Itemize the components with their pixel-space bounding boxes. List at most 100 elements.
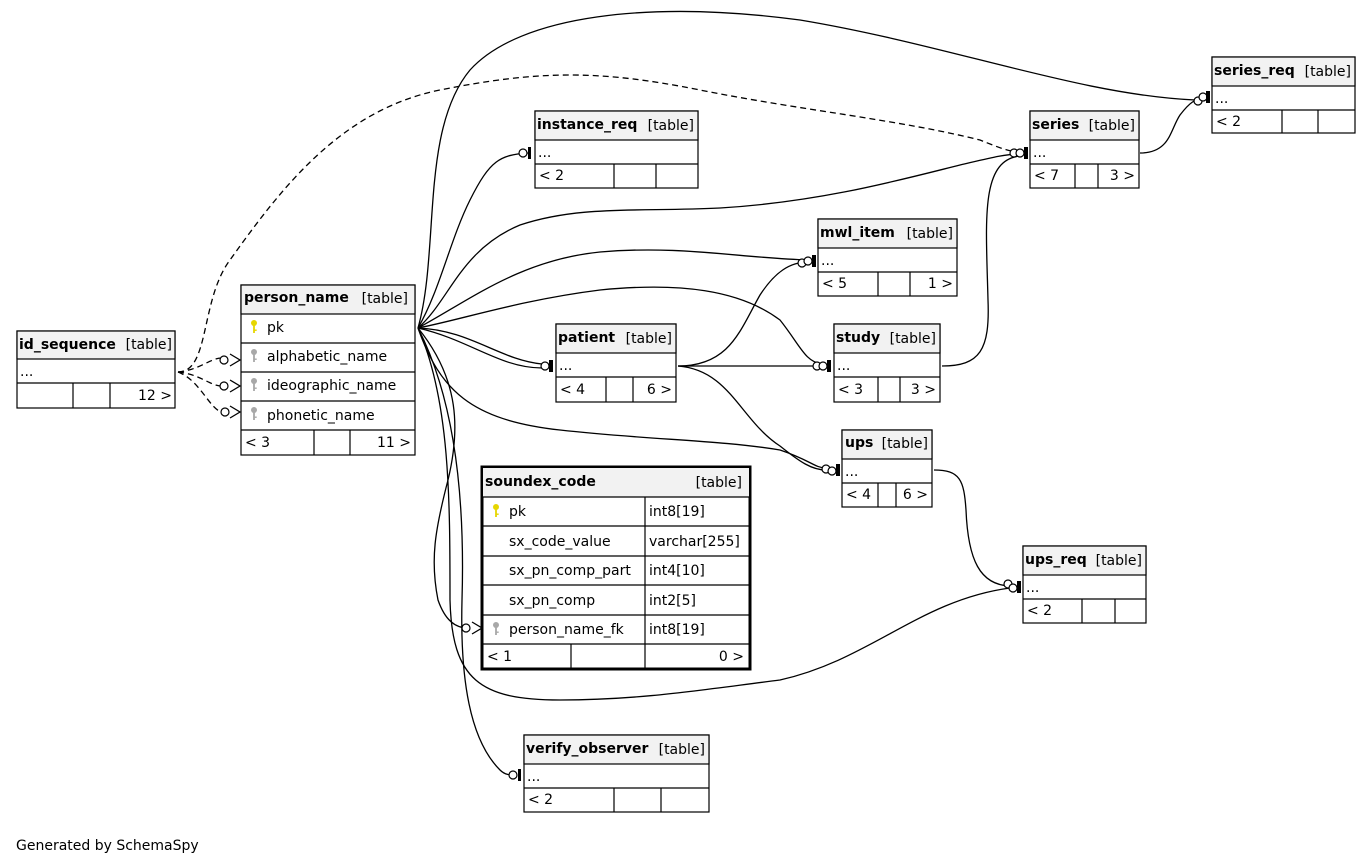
rel-person-series [417,153,1021,329]
rel-person-ups [417,327,827,469]
rel-person-patient-1 [417,327,543,365]
parent-count: < 3 [838,382,863,398]
table-row: ... [1026,580,1039,596]
column-name: phonetic_name [267,408,375,424]
table-type: [table] [696,475,742,491]
rel-person-soundex [417,327,469,629]
table-row: ... [527,769,540,785]
child-count: 3 > [1110,168,1135,184]
table-type: [table] [1305,64,1351,80]
parent-count: < 3 [245,435,270,451]
column-name: person_name_fk [509,622,625,638]
rel-series-series-req [1139,97,1206,154]
child-count: 6 > [903,487,928,503]
table-study[interactable]: study [table] ... < 3 3 > [833,323,941,403]
generated-by-footer: Generated by SchemaSpy [16,838,199,854]
relationship-lines [177,10,1210,781]
column-name: sx_code_value [509,534,611,550]
table-name: person_name [244,290,349,306]
table-name: study [836,330,880,346]
rel-patient-mwl-item [677,261,809,367]
column-name: sx_pn_comp_part [509,563,631,579]
table-type: [table] [648,118,694,134]
table-row: ... [559,358,572,374]
table-name: series_req [1214,63,1295,79]
table-ups-req[interactable]: ups_req [table] ... < 2 [1022,545,1147,624]
child-count: 12 > [138,388,172,404]
table-name: mwl_item [820,225,895,241]
table-name: series [1032,117,1079,133]
table-series[interactable]: series [table] ... < 7 3 > [1029,110,1140,189]
rel-patient-ups [677,365,827,471]
parent-count: < 4 [846,487,871,503]
table-name: soundex_code [485,474,596,490]
child-count: 3 > [911,382,936,398]
table-type: [table] [1089,118,1135,134]
table-id-sequence[interactable]: id_sequence [table] ... 12 > [16,330,176,409]
rel-person-ups-req [417,327,1011,701]
rel-study-series [941,155,1021,367]
column-type: int8[19] [649,622,705,638]
rel-id-sequence-alphabetic [177,357,223,373]
table-row: ... [1215,91,1228,107]
table-row: ... [821,253,834,269]
table-type: [table] [882,436,928,452]
column-name: sx_pn_comp [509,593,595,609]
rel-person-mwl-item [417,249,809,329]
parent-count: < 5 [822,276,847,292]
rel-id-sequence-series [177,74,1021,373]
parent-count: < 2 [1216,114,1241,130]
table-name: ups [845,435,873,451]
table-patient[interactable]: patient [table] ... < 4 6 > [555,323,677,403]
table-name: verify_observer [526,741,649,757]
rel-person-series-req [417,10,1196,329]
rel-id-sequence-ideographic [177,371,223,387]
child-count: 1 > [928,276,953,292]
column-type: int4[10] [649,563,705,579]
rel-person-verify-observer [417,327,516,776]
table-row: ... [845,464,858,480]
table-name: patient [558,330,615,346]
rel-id-sequence-phonetic [177,371,223,413]
child-count: 6 > [647,382,672,398]
rel-person-study [417,286,823,365]
table-type: [table] [659,742,705,758]
rel-person-instance-req [417,152,529,329]
table-type: [table] [126,337,172,353]
table-series-req[interactable]: series_req [table] ... < 2 [1211,56,1356,134]
column-type: int8[19] [649,504,705,520]
table-ups[interactable]: ups [table] ... < 4 6 > [841,429,933,508]
column-type: int2[5] [649,593,696,609]
parent-count: < 2 [539,168,564,184]
column-name: pk [509,504,527,520]
table-person-name[interactable]: person_name [table] pk alphabetic_name i… [240,284,416,456]
table-soundex-code[interactable]: soundex_code [table] pk int8[19] sx_code… [480,465,752,671]
table-row: ... [538,145,551,161]
rel-person-patient-2 [417,327,543,369]
column-name: pk [267,320,285,336]
table-type: [table] [626,331,672,347]
child-count: 11 > [377,435,411,451]
column-name: alphabetic_name [267,349,387,365]
column-name: ideographic_name [267,378,396,394]
table-row: ... [20,364,33,380]
parent-count: < 2 [1027,603,1052,619]
rel-ups-ups-req [933,469,1011,587]
parent-count: < 4 [560,382,585,398]
table-mwl-item[interactable]: mwl_item [table] ... < 5 1 > [817,218,958,297]
child-count: 0 > [719,649,744,665]
column-type: varchar[255] [649,534,740,550]
table-row: ... [1033,145,1046,161]
table-name: ups_req [1025,552,1087,568]
parent-count: < 2 [528,792,553,808]
parent-count: < 7 [1034,168,1059,184]
table-instance-req[interactable]: instance_req [table] ... < 2 [534,110,699,189]
table-verify-observer[interactable]: verify_observer [table] ... < 2 [523,734,710,813]
table-name: id_sequence [19,337,116,353]
table-name: instance_req [537,117,637,133]
table-type: [table] [1096,553,1142,569]
table-type: [table] [907,226,953,242]
table-row: ... [837,358,850,374]
table-type: [table] [890,331,936,347]
